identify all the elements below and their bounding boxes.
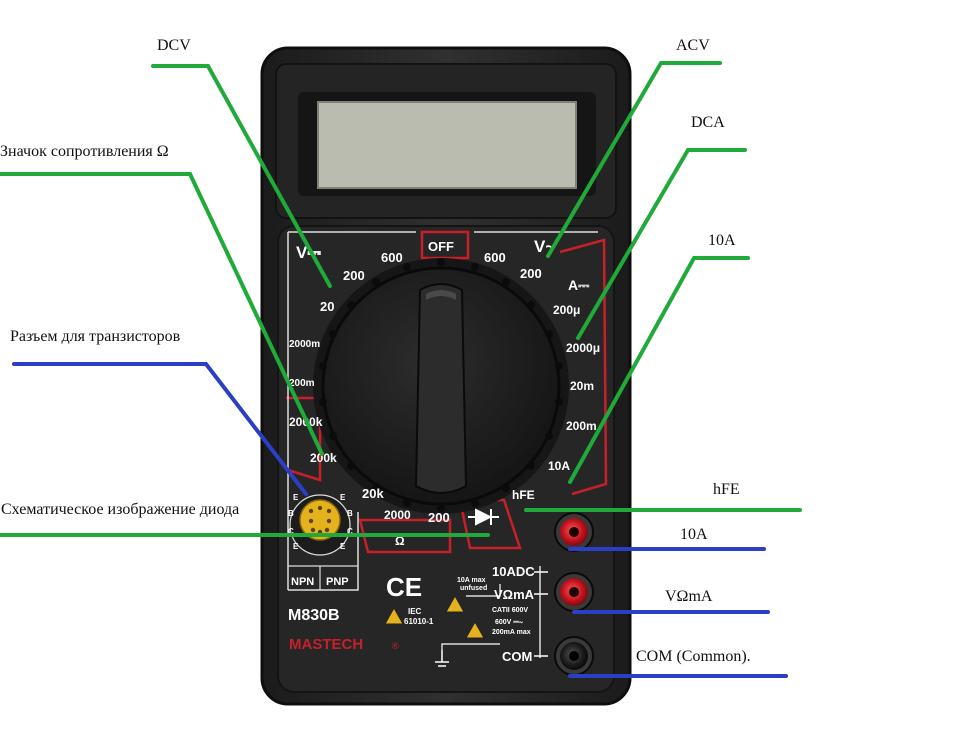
a10-leader [568,256,750,484]
ohm-bottom-frame [358,518,452,554]
dial-grip-notches [319,258,563,512]
ohm-range-200: 200 [428,510,450,525]
jack-10a[interactable] [554,512,594,552]
socket-letter-c1: C [288,527,294,536]
npn-label: NPN [291,576,314,588]
model-label: M830B [288,607,340,624]
socket-letter-b2: B [347,509,353,518]
dcv-leader [151,64,332,288]
dca-symbol: A⎓ [568,277,590,293]
dcv-range-20: 20 [320,299,334,314]
callout-jack-10a: 10A [680,526,708,543]
socket-letter-c2: C [347,527,353,536]
acv-range-600: 600 [484,250,506,265]
acv-range-200: 200 [520,266,542,281]
callout-transistor-socket: Разъем для транзисторов [10,328,181,345]
callout-lines-blue [12,362,788,678]
pnp-label: PNP [326,576,349,588]
brand-logo: MASTECH [289,636,363,653]
ohm-range-20k: 20k [362,486,384,501]
socket-letter-e4: E [340,542,346,551]
callout-lines-green [0,61,802,537]
callout-10a: 10A [708,232,736,249]
cat-rating: CATII 600V [492,607,528,614]
ohm-range-2000: 2000 [384,508,411,522]
callout-jack-vma: VΩmA [665,588,713,605]
transistor-leader [12,362,308,496]
ground-symbol-icon [435,650,449,667]
socket-letter-e2: E [293,542,299,551]
jack-label-vma: VΩmA [494,587,535,602]
hfe-range: hFE [512,488,535,502]
dial-pointer-highlight [426,290,456,300]
ce-mark: CE [386,572,422,602]
dca-frame [559,238,608,496]
dial-markings: OFF V⎓ 600 200 20 2000m 200m 2000k 200k … [289,237,600,548]
ohm-symbol: Ω [395,534,405,548]
acv-leader [546,61,722,258]
lower-panel-print: M830B CE IEC 61010-1 MASTECH ® 10A max u… [288,564,548,667]
transistor-socket[interactable]: E B C E E B C E NPN PNP [288,493,358,590]
callout-dca: DCA [691,114,725,131]
brand-registered-mark: ® [392,641,399,651]
cat-voltage: 600V ⎓∼ [495,619,523,626]
dca-range-10a: 10A [548,459,570,473]
lcd-screen [317,101,577,189]
off-frame [420,230,470,260]
socket-letter-b1: B [288,509,294,518]
dca-leader [576,148,747,340]
jack-label-10adc: 10ADC [492,564,535,579]
diode-symbol-icon [468,508,499,526]
dca-range-20m: 20m [570,379,594,393]
callout-hfe: hFE [713,481,740,498]
callout-acv: ACV [676,37,710,54]
callout-diode: Схематическое изображение диода [0,500,244,520]
callout-jack-com: COM (Common). [636,648,751,665]
ohm-leader [0,172,324,456]
ohm-range-200k: 200k [310,451,337,465]
fuse-note-unfused: unfused [460,585,487,592]
dca-range-200m: 200m [566,419,597,433]
warning-triangle-icon [384,594,485,639]
jack-vma[interactable] [554,572,594,612]
cat-current: 200mA max [492,629,531,636]
callout-ohm: Значок сопротивления Ω [0,143,169,160]
dcv-range-200: 200 [343,268,365,283]
socket-letter-e3: E [340,493,346,502]
jack-label-com: COM [502,649,532,664]
rotary-dial[interactable] [313,258,569,514]
iec-label: IEC [408,607,422,616]
callout-dcv: DCV [157,37,191,54]
ohm-frame [286,396,322,482]
dcv-range-200m: 200m [289,378,315,389]
panel-frame-lines [287,231,598,658]
socket-letter-e1: E [293,493,299,502]
iec-standard: 61010-1 [404,617,434,626]
dcv-range-2000m: 2000m [289,339,320,350]
dial-pointer[interactable] [414,283,468,494]
jack-com[interactable] [554,636,594,676]
off-label: OFF [428,239,454,254]
dca-range-2000u: 2000μ [566,341,600,355]
dcv-range-600: 600 [381,250,403,265]
dca-range-200u: 200μ [553,303,580,317]
fuse-note-max: 10A max [457,577,486,584]
range-outlines [286,230,608,554]
